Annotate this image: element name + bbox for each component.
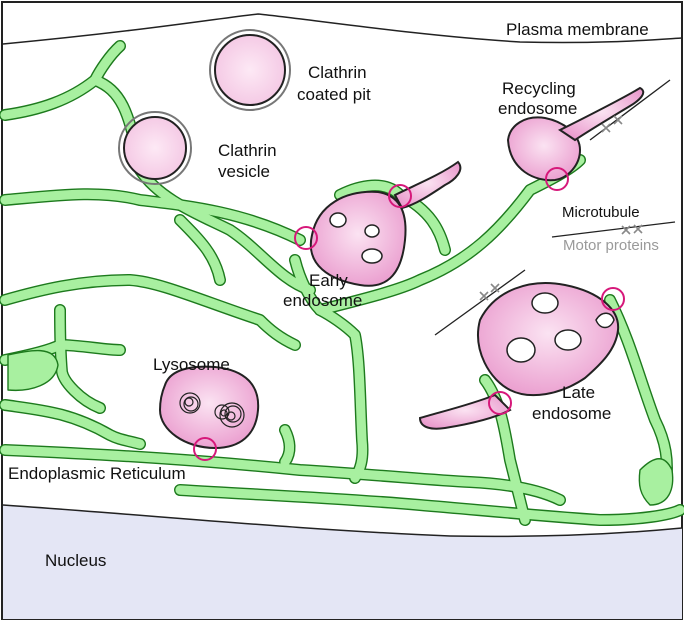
label-recycling-2: endosome — [498, 99, 577, 118]
label-nucleus: Nucleus — [45, 551, 106, 570]
label-recycling-1: Recycling — [502, 79, 576, 98]
label-clathrin-vesicle-1: Clathrin — [218, 141, 277, 160]
label-clathrin-pit-1: Clathrin — [308, 63, 367, 82]
label-late-2: endosome — [532, 404, 611, 423]
label-clathrin-pit-2: coated pit — [297, 85, 371, 104]
label-er: Endoplasmic Reticulum — [8, 464, 186, 483]
clathrin-vesicle — [119, 112, 191, 184]
label-clathrin-vesicle-2: vesicle — [218, 162, 270, 181]
label-motor-proteins: Motor proteins — [563, 237, 659, 254]
label-plasma-membrane: Plasma membrane — [506, 20, 649, 39]
lysosome — [160, 367, 258, 448]
label-early-2: endosome — [283, 291, 362, 310]
label-microtubule: Microtubule — [562, 204, 640, 221]
label-early-1: Early — [309, 271, 348, 290]
label-late-1: Late — [562, 383, 595, 402]
label-lysosome: Lysosome — [153, 355, 230, 374]
clathrin-coated-pit — [210, 30, 290, 110]
